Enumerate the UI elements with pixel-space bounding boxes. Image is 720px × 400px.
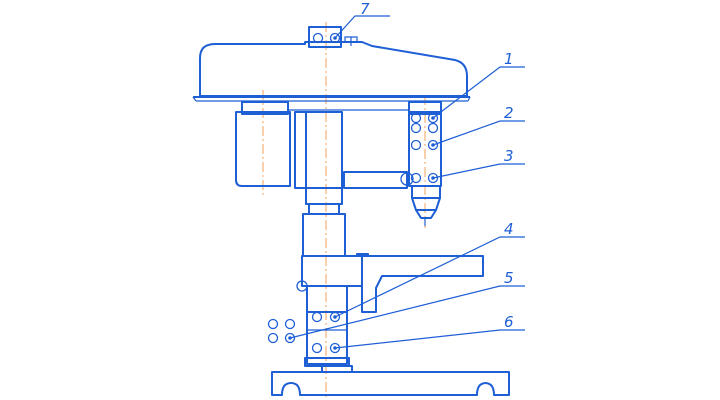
head-body xyxy=(235,101,442,189)
callout-labels: 7 1 2 3 4 5 6 xyxy=(360,0,514,331)
leader-4 xyxy=(334,236,525,318)
spindle-chuck xyxy=(411,185,441,226)
base xyxy=(271,365,510,396)
leader-lines xyxy=(289,15,525,349)
head-cover xyxy=(192,26,471,102)
callout-1: 1 xyxy=(504,50,514,68)
callout-2: 2 xyxy=(504,104,514,122)
table-bracket xyxy=(296,253,484,313)
table-arm xyxy=(361,255,484,313)
leader-1 xyxy=(432,66,525,119)
leader-5 xyxy=(289,285,525,339)
leader-7 xyxy=(334,15,390,39)
callout-4: 4 xyxy=(504,220,514,238)
callout-7: 7 xyxy=(360,0,370,18)
motor xyxy=(235,111,291,187)
centerlines xyxy=(262,22,426,398)
leader-3 xyxy=(432,163,525,179)
callout-3: 3 xyxy=(504,147,514,165)
lower-column xyxy=(304,311,350,367)
leader-2 xyxy=(432,120,525,146)
callout-5: 5 xyxy=(504,269,514,287)
callout-6: 6 xyxy=(504,313,514,331)
column xyxy=(302,187,346,257)
leader-6 xyxy=(334,329,525,349)
top-bracket xyxy=(308,26,342,48)
